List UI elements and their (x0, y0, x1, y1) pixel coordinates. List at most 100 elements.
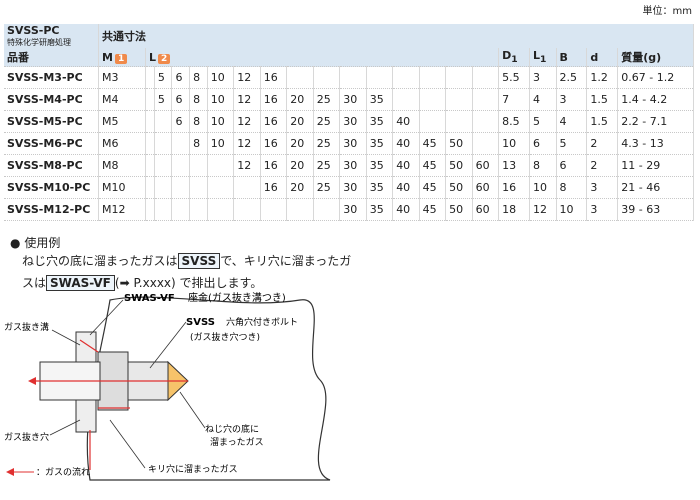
l-cell: 25 (313, 176, 341, 199)
l-cell: 5 (154, 88, 173, 111)
gas-flow-lines (30, 339, 188, 470)
label-swas: SWAS-VF (124, 293, 175, 304)
l-cell (189, 176, 208, 199)
l-cell: 8 (189, 132, 208, 155)
label-gas-drill: キリ穴に溜まったガス (148, 463, 238, 475)
label-flow-legend: ：ガスの流れ (36, 466, 90, 478)
l-cell (207, 198, 235, 221)
l-cell (145, 132, 155, 155)
l-cell (472, 88, 500, 111)
label-gas-groove: ガス抜き溝 (4, 321, 49, 333)
l-cell: 45 (419, 132, 447, 155)
l-cell: 60 (472, 198, 500, 221)
l-cell: 6 (171, 66, 191, 89)
l-cell (419, 66, 447, 89)
l-cell: 16 (260, 132, 288, 155)
mass-cell: 39 - 63 (617, 198, 694, 221)
part-number-cell: SVSS-M8-PC (4, 154, 99, 177)
l-cell (313, 66, 341, 89)
d1-header: D1 (498, 48, 531, 67)
l-cell: 35 (366, 88, 394, 111)
usage-title: ● 使用例 (10, 236, 61, 250)
l-cell: 20 (286, 132, 314, 155)
label-svss-desc1: 六角穴付きボルト (226, 316, 298, 328)
l-cell: 35 (366, 132, 394, 155)
m-cell: M12 (98, 198, 146, 221)
l-cell: 50 (445, 176, 473, 199)
l-cell (366, 66, 394, 89)
l-cell (445, 88, 473, 111)
l-cell (260, 198, 288, 221)
common-dims-header: 共通寸法 (98, 24, 694, 48)
mass-cell: 21 - 46 (617, 176, 694, 199)
l-cell: 60 (472, 176, 500, 199)
b-cell: 2.5 (556, 66, 588, 89)
l-cell (171, 154, 191, 177)
l-cell: 12 (233, 154, 261, 177)
d-cell: 2 (586, 132, 619, 155)
m-cell: M4 (98, 88, 146, 111)
l-cell (419, 88, 447, 111)
legend-arrow-icon (6, 468, 14, 476)
l-cell: 40 (392, 132, 420, 155)
product-code: SVSS-PC (7, 24, 60, 37)
l1-cell: 10 (529, 176, 557, 199)
l-cell: 16 (260, 154, 288, 177)
l-cell: 12 (233, 66, 261, 89)
label-swas-desc: 座金(ガス抜き溝つき) (188, 291, 286, 304)
l-cell: 60 (472, 154, 500, 177)
l-cell: 16 (260, 66, 288, 89)
product-sub: 特殊化学研磨処理 (7, 38, 71, 47)
arrow-left-icon (28, 377, 36, 385)
d-cell: 3 (586, 198, 619, 221)
l-cell (171, 132, 191, 155)
l-cell: 40 (392, 110, 420, 133)
l-cell: 25 (313, 132, 341, 155)
l-cell: 35 (366, 110, 394, 133)
d1-cell: 8.5 (498, 110, 531, 133)
l1-cell: 6 (529, 132, 557, 155)
l-cell (145, 110, 155, 133)
l-cell (154, 110, 173, 133)
l-cell: 10 (207, 88, 235, 111)
part-number-cell: SVSS-M3-PC (4, 66, 99, 89)
label-gas-thread2: 溜まったガス (210, 436, 264, 448)
l-cell: 10 (207, 132, 235, 155)
mass-cell: 1.4 - 4.2 (617, 88, 694, 111)
mass-cell: 2.2 - 7.1 (617, 110, 694, 133)
b-cell: 3 (556, 88, 588, 111)
l-cell: 8 (189, 88, 208, 111)
d1-cell: 13 (498, 154, 531, 177)
swas-box: SWAS-VF (46, 275, 115, 291)
l-cell: 35 (366, 176, 394, 199)
l-cell: 12 (233, 132, 261, 155)
l-cell: 10 (207, 110, 235, 133)
l1-header: L1 (529, 48, 557, 67)
l-cell: 25 (313, 88, 341, 111)
svss-box: SVSS (177, 253, 221, 269)
l-cell: 30 (339, 110, 367, 133)
mass-cell: 0.67 - 1.2 (617, 66, 694, 89)
l-cell: 30 (339, 176, 367, 199)
badge-2: 2 (158, 53, 171, 64)
l-cell: 45 (419, 198, 447, 221)
l-cell (145, 176, 155, 199)
label-gas-hole: ガス抜き穴 (4, 431, 49, 443)
l-cell: 35 (366, 154, 394, 177)
l-cell (445, 66, 473, 89)
product-code-cell: SVSS-PC 特殊化学研磨処理 (4, 24, 99, 48)
d1-cell: 7 (498, 88, 531, 111)
part-number-cell: SVSS-M4-PC (4, 88, 99, 111)
l-cell: 30 (339, 154, 367, 177)
l-cell: 8 (189, 66, 208, 89)
l-cell (171, 176, 191, 199)
l-cell: 16 (260, 88, 288, 111)
l-cell: 20 (286, 176, 314, 199)
l-cell: 10 (207, 66, 235, 89)
